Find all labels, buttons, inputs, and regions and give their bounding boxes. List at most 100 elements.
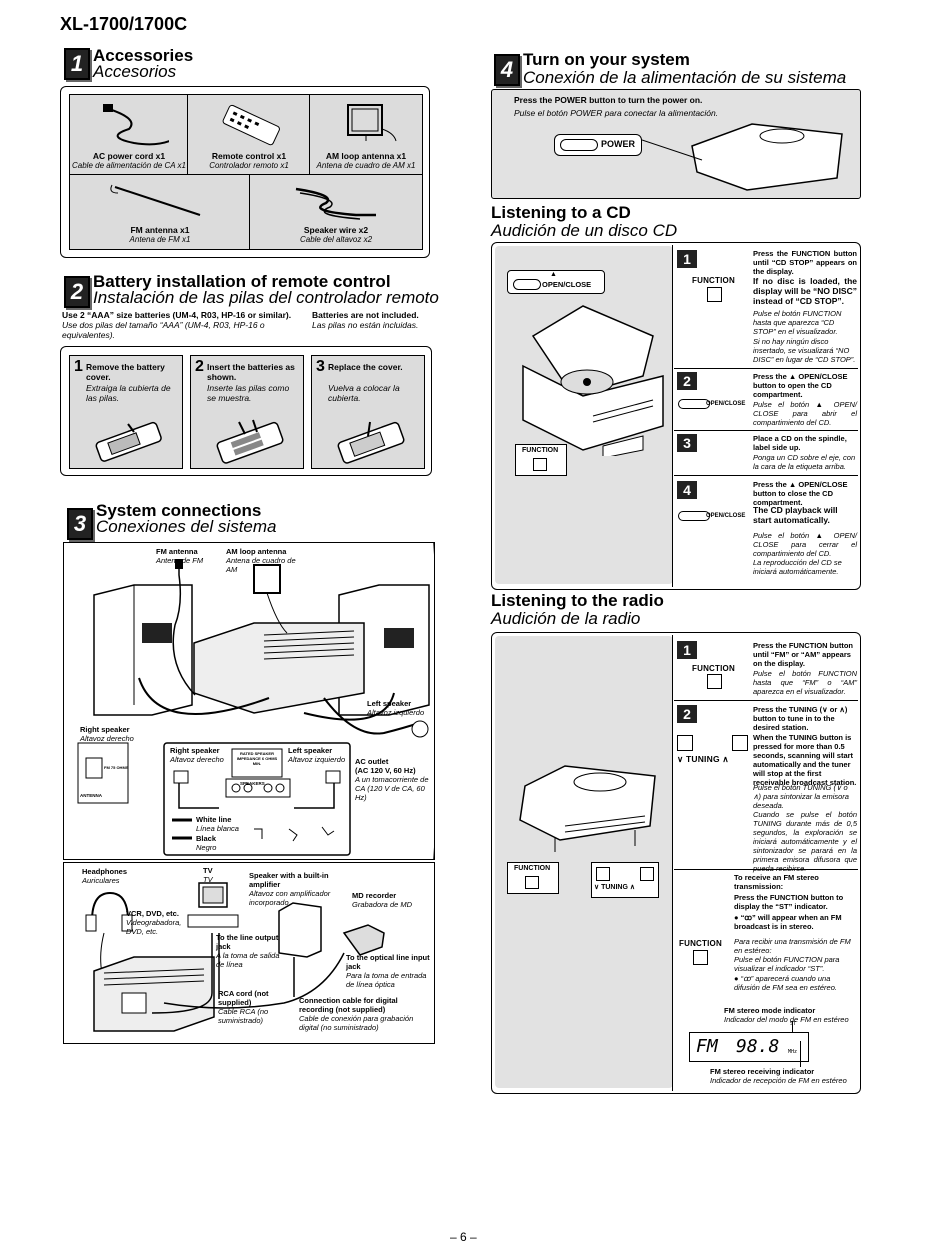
- page-number: – 6 –: [450, 1230, 477, 1244]
- cd-step-number: 2: [677, 372, 697, 390]
- tuning-down-button[interactable]: [677, 735, 693, 751]
- function-button[interactable]: [525, 876, 539, 889]
- open-close-label: OPEN/CLOSE: [706, 513, 746, 519]
- divider: [672, 245, 673, 587]
- fm75-terminal-label: FM 75 OHMS: [104, 765, 129, 770]
- radio-step-2-text-2: When the TUNING button is pressed for mo…: [753, 733, 857, 787]
- rated-impedance-label: RATED SPEAKER IMPEDANCE 6 OHMS MIN.: [236, 751, 278, 766]
- section-subtitle: Accesorios: [93, 62, 177, 81]
- cd-step-2-text: Press the ▲ OPEN/CLOSE button to open th…: [753, 372, 848, 399]
- step-text-es: Extraiga la cubierta de las pilas.: [86, 383, 171, 403]
- stereo-bullet-es: ● “ꝏ” aparecerá cuando una difusión de F…: [734, 974, 837, 992]
- radio-step-number: 2: [677, 705, 697, 723]
- cd-step-4-text: Press the ▲ OPEN/CLOSE button to close t…: [753, 480, 848, 507]
- function-button[interactable]: [693, 950, 708, 965]
- open-close-button[interactable]: [678, 511, 710, 521]
- open-close-button[interactable]: [678, 399, 710, 409]
- battery-not-included-es: Las pilas no están incluidas.: [312, 320, 419, 330]
- cd-step-1-text: Press the FUNCTION button until “CD STOP…: [753, 249, 857, 276]
- function-button-label: FUNCTION: [692, 276, 735, 285]
- power-button[interactable]: POWER: [554, 134, 642, 156]
- battery-step-1: 1 Remove the battery cover. Extraiga la …: [69, 355, 183, 469]
- tuning-down-button[interactable]: [596, 867, 610, 881]
- battery-note: Use 2 “AAA” size batteries (UM-4, R03, H…: [62, 310, 292, 320]
- open-close-button[interactable]: ▲ OPEN/CLOSE: [507, 270, 605, 294]
- open-close-key: [513, 279, 541, 290]
- power-panel: Press the POWER button to turn the power…: [491, 89, 861, 199]
- tuning-up-button[interactable]: [640, 867, 654, 881]
- accessory-label: FM antenna x1: [130, 225, 190, 235]
- radio-section-subtitle: Audición de la radio: [491, 609, 641, 628]
- rca-cord-label: RCA cord (not supplied)Cable RCA (no sum…: [218, 989, 269, 1025]
- cd-step-1-text-es-2: Si no hay ningún disco insertado, se vis…: [753, 337, 856, 364]
- radio-step-2-text-es: Pulse el botón TUNING (∨ o ∧) para sinto…: [753, 783, 849, 810]
- accessory-label-es: Antena de cuadro de AM x1: [316, 161, 416, 170]
- stereo-step: Press the FUNCTION button to display the…: [734, 893, 844, 911]
- cd-step-1-text-es: Pulse el botón FUNCTION hasta que aparez…: [753, 309, 842, 336]
- cd-section-subtitle: Audición de un disco CD: [491, 221, 678, 240]
- function-callout: FUNCTION: [507, 862, 559, 894]
- accessory-fm-antenna: FM antenna x1 Antena de FM x1: [69, 174, 251, 250]
- section-subtitle: Conexión de la alimentación de su sistem…: [523, 68, 847, 87]
- radio-unit-illustration: [519, 765, 656, 852]
- step-number: 3: [316, 358, 325, 375]
- step-number: 2: [195, 358, 204, 375]
- tuning-up-button[interactable]: [732, 735, 748, 751]
- tuning-label: ∨ TUNING ∧: [677, 754, 729, 764]
- radio-step-number: 1: [677, 641, 697, 659]
- step-text-es: Inserte las pilas como se muestra.: [207, 383, 290, 403]
- power-instruction: Press the POWER button to turn the power…: [514, 95, 703, 105]
- section-title: Accessories: [93, 46, 194, 65]
- fm-antenna-illustration: [110, 184, 201, 216]
- radio-step-1-text: Press the FUNCTION button until “FM” or …: [753, 641, 854, 668]
- divider: [674, 700, 858, 701]
- section-subtitle: Instalación de las pilas del controlador…: [93, 288, 439, 307]
- power-instruction-es: Pulse el botón POWER para conectar la al…: [514, 108, 719, 118]
- cd-step-number: 1: [677, 250, 697, 268]
- lcd-frequency: 98.8: [736, 1036, 780, 1057]
- function-button[interactable]: [707, 287, 722, 302]
- step-text-es: Vuelva a colocar la cubierta.: [328, 383, 400, 403]
- open-close-label: OPEN/CLOSE: [706, 401, 746, 407]
- divider: [672, 635, 673, 1091]
- section-number-3: 3: [67, 508, 93, 540]
- cd-step-2-text-es: Pulse el botón ▲ OPEN/ CLOSE para abrir …: [753, 400, 857, 427]
- connection-cable-label: Connection cable for digital recording (…: [299, 996, 414, 1032]
- section-number-4: 4: [494, 54, 520, 86]
- remote-illustration: [222, 104, 280, 146]
- indicator-line: [792, 1021, 793, 1033]
- accessory-am-antenna: AM loop antenna x1 Antena de cuadro de A…: [309, 94, 423, 176]
- cd-step-4-text-es-2: La reproducción del CD se iniciará autom…: [753, 558, 842, 576]
- battery-note-es: Use dos pilas del tamaño “AAA” (UM-4, R0…: [62, 320, 265, 340]
- cd-step-3-text-es: Ponga un CD sobre el eje, con la cara de…: [753, 453, 856, 471]
- stereo-step-es: Pulse el botón FUNCTION para visualizar …: [734, 955, 840, 973]
- accessory-remote: Remote control x1 Controlador remoto x1: [187, 94, 311, 176]
- fm-display: FM 98.8 MHz ST: [689, 1021, 809, 1062]
- cd-section-title: Listening to a CD: [491, 203, 631, 222]
- divider: [674, 869, 858, 870]
- ac-outlet-label: AC outlet(AC 120 V, 60 Hz)A un tomacorri…: [355, 757, 429, 802]
- function-callout-label: FUNCTION: [514, 865, 551, 872]
- function-button[interactable]: [707, 674, 722, 689]
- cd-step-3-text: Place a CD on the spindle, label side up…: [753, 434, 847, 452]
- accessory-label-es: Cable del altavoz x2: [299, 235, 373, 244]
- radio-step-2-text: Press the TUNING (∨ or ∧) button to tune…: [753, 705, 848, 732]
- stereo-bullet: ● “ꝏ” will appear when an FM broadcast i…: [734, 913, 842, 931]
- function-button[interactable]: [533, 458, 547, 471]
- lcd-st: ST: [790, 1021, 797, 1027]
- power-label: POWER: [601, 139, 636, 149]
- function-callout-label: FUNCTION: [522, 447, 559, 454]
- system-connections-illustration: [77, 543, 434, 859]
- radio-step-2-text-es-2: Cuando se pulse el botón TUNING durante …: [753, 810, 857, 873]
- accessory-label: AM loop antenna x1: [325, 151, 407, 161]
